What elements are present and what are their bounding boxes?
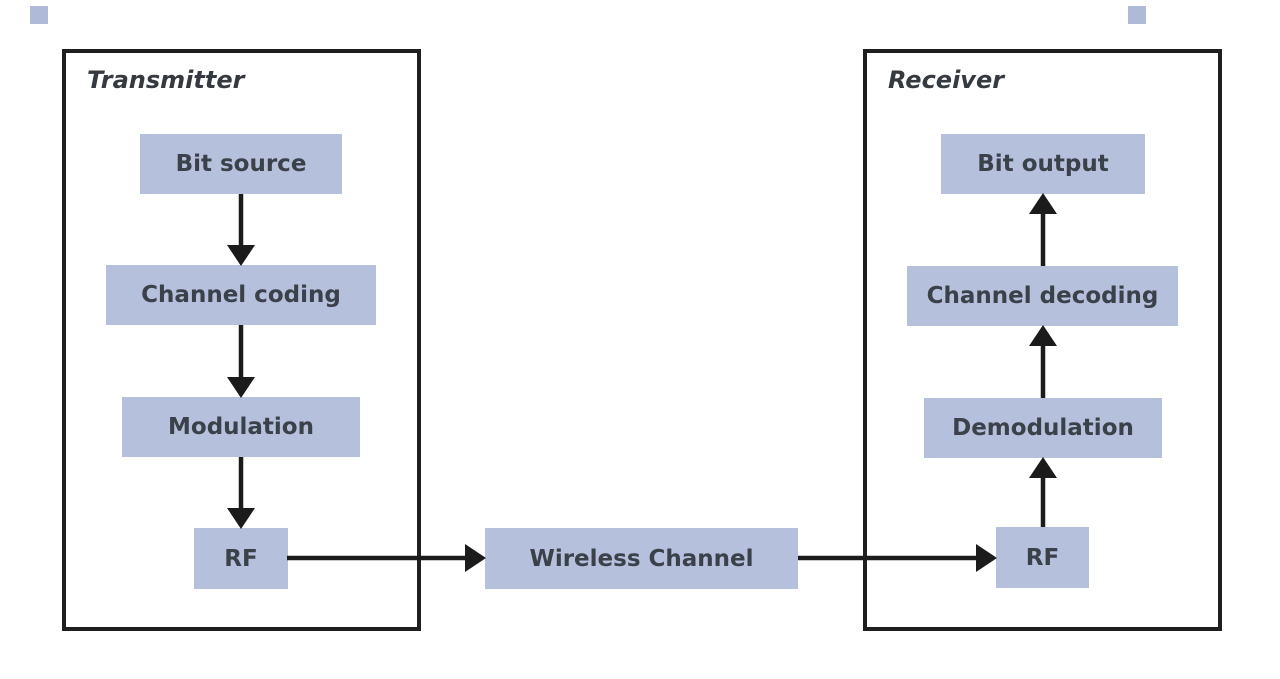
transmitter-group: Transmitter <box>62 49 421 631</box>
block-channel-decoding: Channel decoding <box>907 266 1178 326</box>
block-modulation: Modulation <box>122 397 360 457</box>
block-bit-source: Bit source <box>140 134 342 194</box>
block-channel-coding: Channel coding <box>106 265 376 325</box>
block-rf-transmitter: RF <box>194 528 288 589</box>
corner-marker-right <box>1128 6 1146 24</box>
transmitter-title: Transmitter <box>87 66 245 94</box>
corner-marker-left <box>30 6 48 24</box>
block-rf-receiver: RF <box>996 527 1089 588</box>
block-demodulation: Demodulation <box>924 398 1162 458</box>
block-bit-output: Bit output <box>941 134 1145 194</box>
receiver-title: Receiver <box>888 66 1005 94</box>
receiver-group: Receiver <box>863 49 1222 631</box>
block-wireless-channel: Wireless Channel <box>485 528 798 589</box>
